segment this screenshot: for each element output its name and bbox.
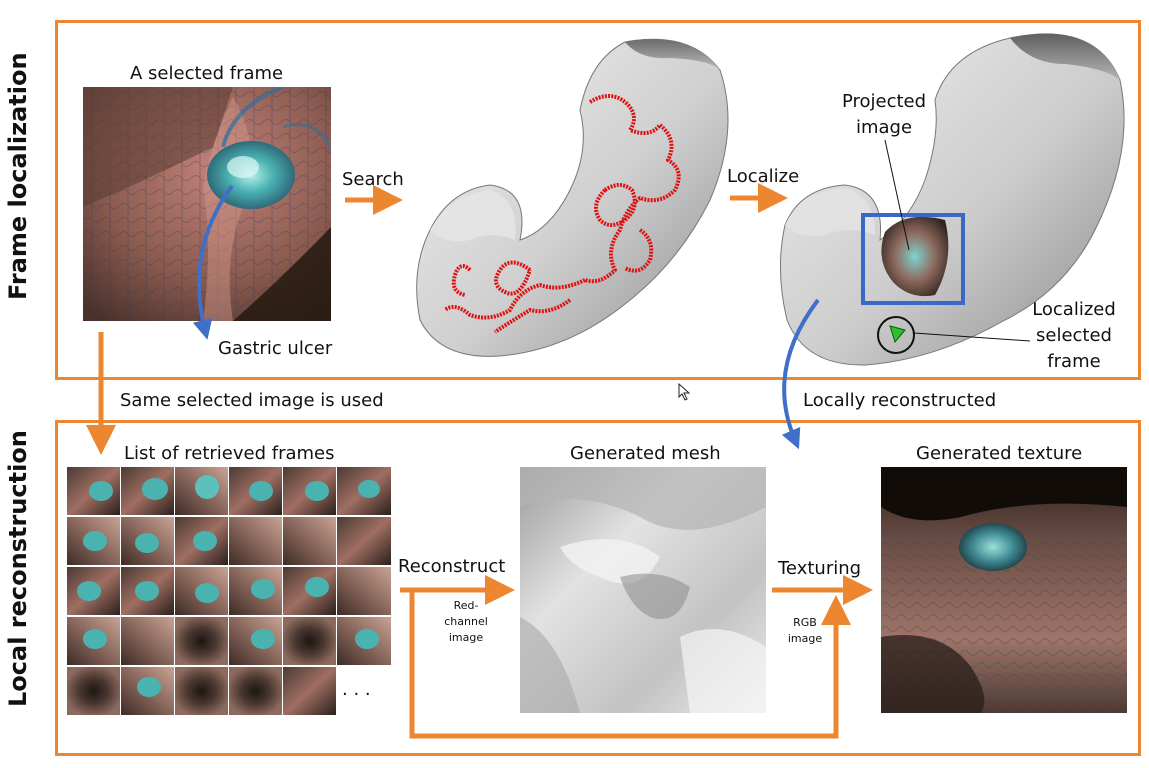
more-frames-ellipsis: . . . [342, 679, 371, 700]
selected-frame-image [83, 87, 331, 321]
rgb-loop-arrow [409, 590, 851, 739]
generated-mesh-label: Generated mesh [570, 443, 721, 464]
stomach-model-trajectory [410, 30, 740, 370]
rgb-label: RGB image [785, 615, 825, 647]
projected-image-line-2: image [855, 117, 913, 139]
red-channel-line-2: image [448, 630, 484, 644]
locally-reconstructed-label: Locally reconstructed [803, 390, 997, 411]
grid-row-1 [67, 467, 391, 515]
localized-line-3: frame [1047, 351, 1101, 373]
rgb-line-2: image [787, 631, 823, 645]
reconstruct-label: Reconstruct [398, 556, 506, 577]
retrieved-frames-grid [67, 467, 391, 715]
texturing-label: Texturing [778, 558, 862, 579]
locally-reconstructed-arrow [781, 298, 820, 450]
ulcer-pointer-arrow [192, 184, 234, 340]
rgb-line-1: RGB [793, 616, 817, 629]
grid-row-5 [67, 667, 336, 715]
search-label: Search [342, 169, 404, 190]
generated-texture-label: Generated texture [916, 443, 1083, 464]
grid-row-2 [67, 517, 391, 565]
grid-row-4 [67, 617, 391, 665]
localized-frame-label: Localized selected frame [1022, 297, 1126, 375]
generated-mesh-image [520, 467, 766, 713]
cursor-icon [678, 382, 692, 401]
projected-image-line-1: Projected [841, 91, 927, 112]
selected-frame-label: A selected frame [130, 63, 284, 84]
red-channel-label: Red-channel image [432, 598, 500, 646]
generated-texture-image [881, 467, 1127, 713]
gastric-ulcer-label: Gastric ulcer [218, 338, 333, 359]
red-channel-line-1: Red-channel [444, 599, 488, 628]
stomach-model-localized [775, 20, 1135, 376]
grid-row-3 [67, 567, 391, 615]
retrieved-frames-label: List of retrieved frames [124, 443, 335, 464]
projected-image-label: Projected image [826, 89, 942, 141]
same-image-label: Same selected image is used [120, 390, 384, 411]
localized-line-1: Localized [1032, 299, 1116, 320]
frame-localization-panel [55, 20, 1141, 380]
local-reconstruction-panel [55, 420, 1141, 756]
localized-line-2: selected [1036, 325, 1112, 347]
localize-label: Localize [727, 166, 800, 187]
